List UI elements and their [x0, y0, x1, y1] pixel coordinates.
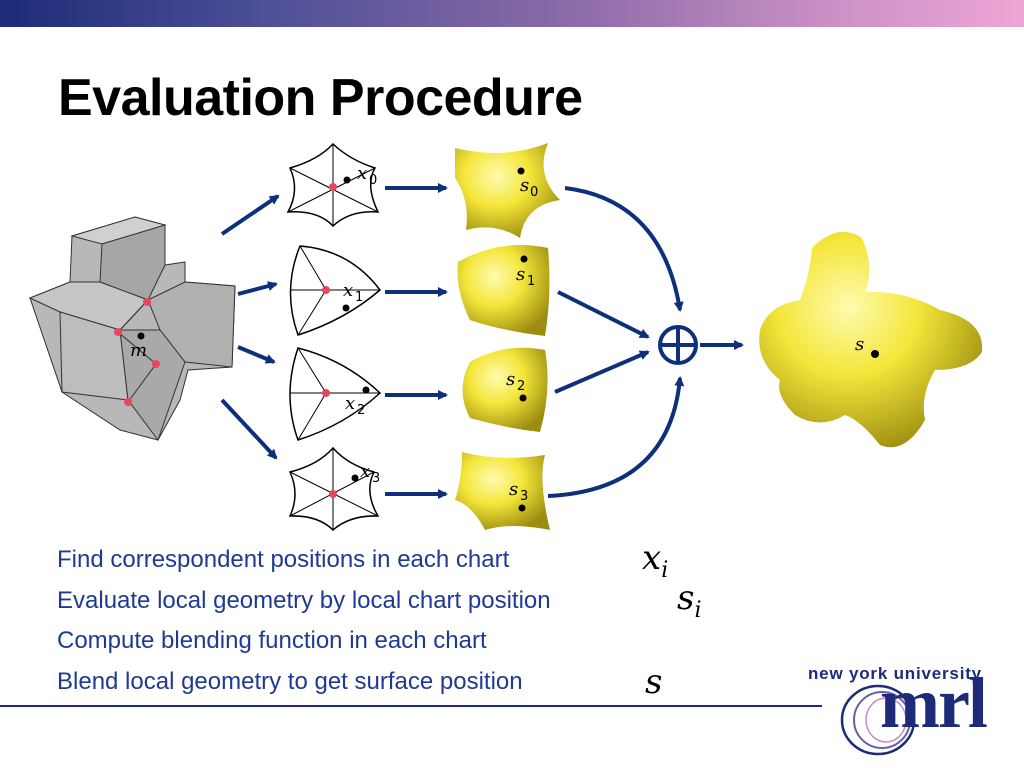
local-patch-0: s 0 — [455, 143, 560, 238]
svg-text:2: 2 — [517, 379, 525, 394]
logo-mrl: mrl — [880, 662, 986, 745]
s0-label: s — [520, 175, 529, 196]
blended-surface: s — [759, 232, 982, 447]
bullet-evaluate-geometry: Evaluate local geometry by local chart p… — [57, 587, 551, 615]
blend-arrows — [548, 188, 742, 496]
x0-label: x — [357, 163, 367, 184]
x1-label: x — [343, 280, 353, 301]
chart-2: x 2 — [290, 348, 380, 440]
footer-rule — [0, 705, 822, 707]
input-mesh: m — [30, 217, 235, 440]
local-patch-3: s 3 — [455, 452, 550, 530]
x3-label: x — [360, 461, 370, 482]
svg-text:1: 1 — [527, 274, 535, 289]
bullet-blend-geometry: Blend local geometry to get surface posi… — [57, 668, 523, 696]
svg-text:2: 2 — [357, 403, 365, 418]
chart-1: x 1 — [290, 246, 380, 335]
s3-label: s — [509, 479, 518, 500]
svg-text:3: 3 — [372, 471, 380, 486]
bullet-find-positions: Find correspondent positions in each cha… — [57, 546, 509, 574]
local-patch-1: s 1 — [458, 245, 550, 336]
svg-text:0: 0 — [369, 173, 377, 188]
chart-3: x 3 — [290, 448, 380, 530]
blend-operator-icon — [660, 327, 696, 363]
x2-label: x — [345, 393, 355, 414]
si-symbol: si — [677, 578, 702, 623]
chart-arrows — [385, 188, 446, 494]
local-patch-2: s 2 — [463, 348, 548, 432]
svg-text:1: 1 — [355, 290, 363, 305]
s1-label: s — [516, 264, 525, 285]
chart-0: x 0 — [288, 144, 378, 226]
svg-text:0: 0 — [530, 185, 538, 200]
s-result-label: s — [855, 334, 864, 355]
svg-text:3: 3 — [520, 489, 528, 504]
s-symbol: s — [645, 662, 662, 702]
xi-symbol: xi — [642, 538, 668, 583]
m-label: m — [130, 340, 147, 361]
bullet-compute-blending: Compute blending function in each chart — [57, 627, 487, 655]
s2-label: s — [506, 369, 515, 390]
